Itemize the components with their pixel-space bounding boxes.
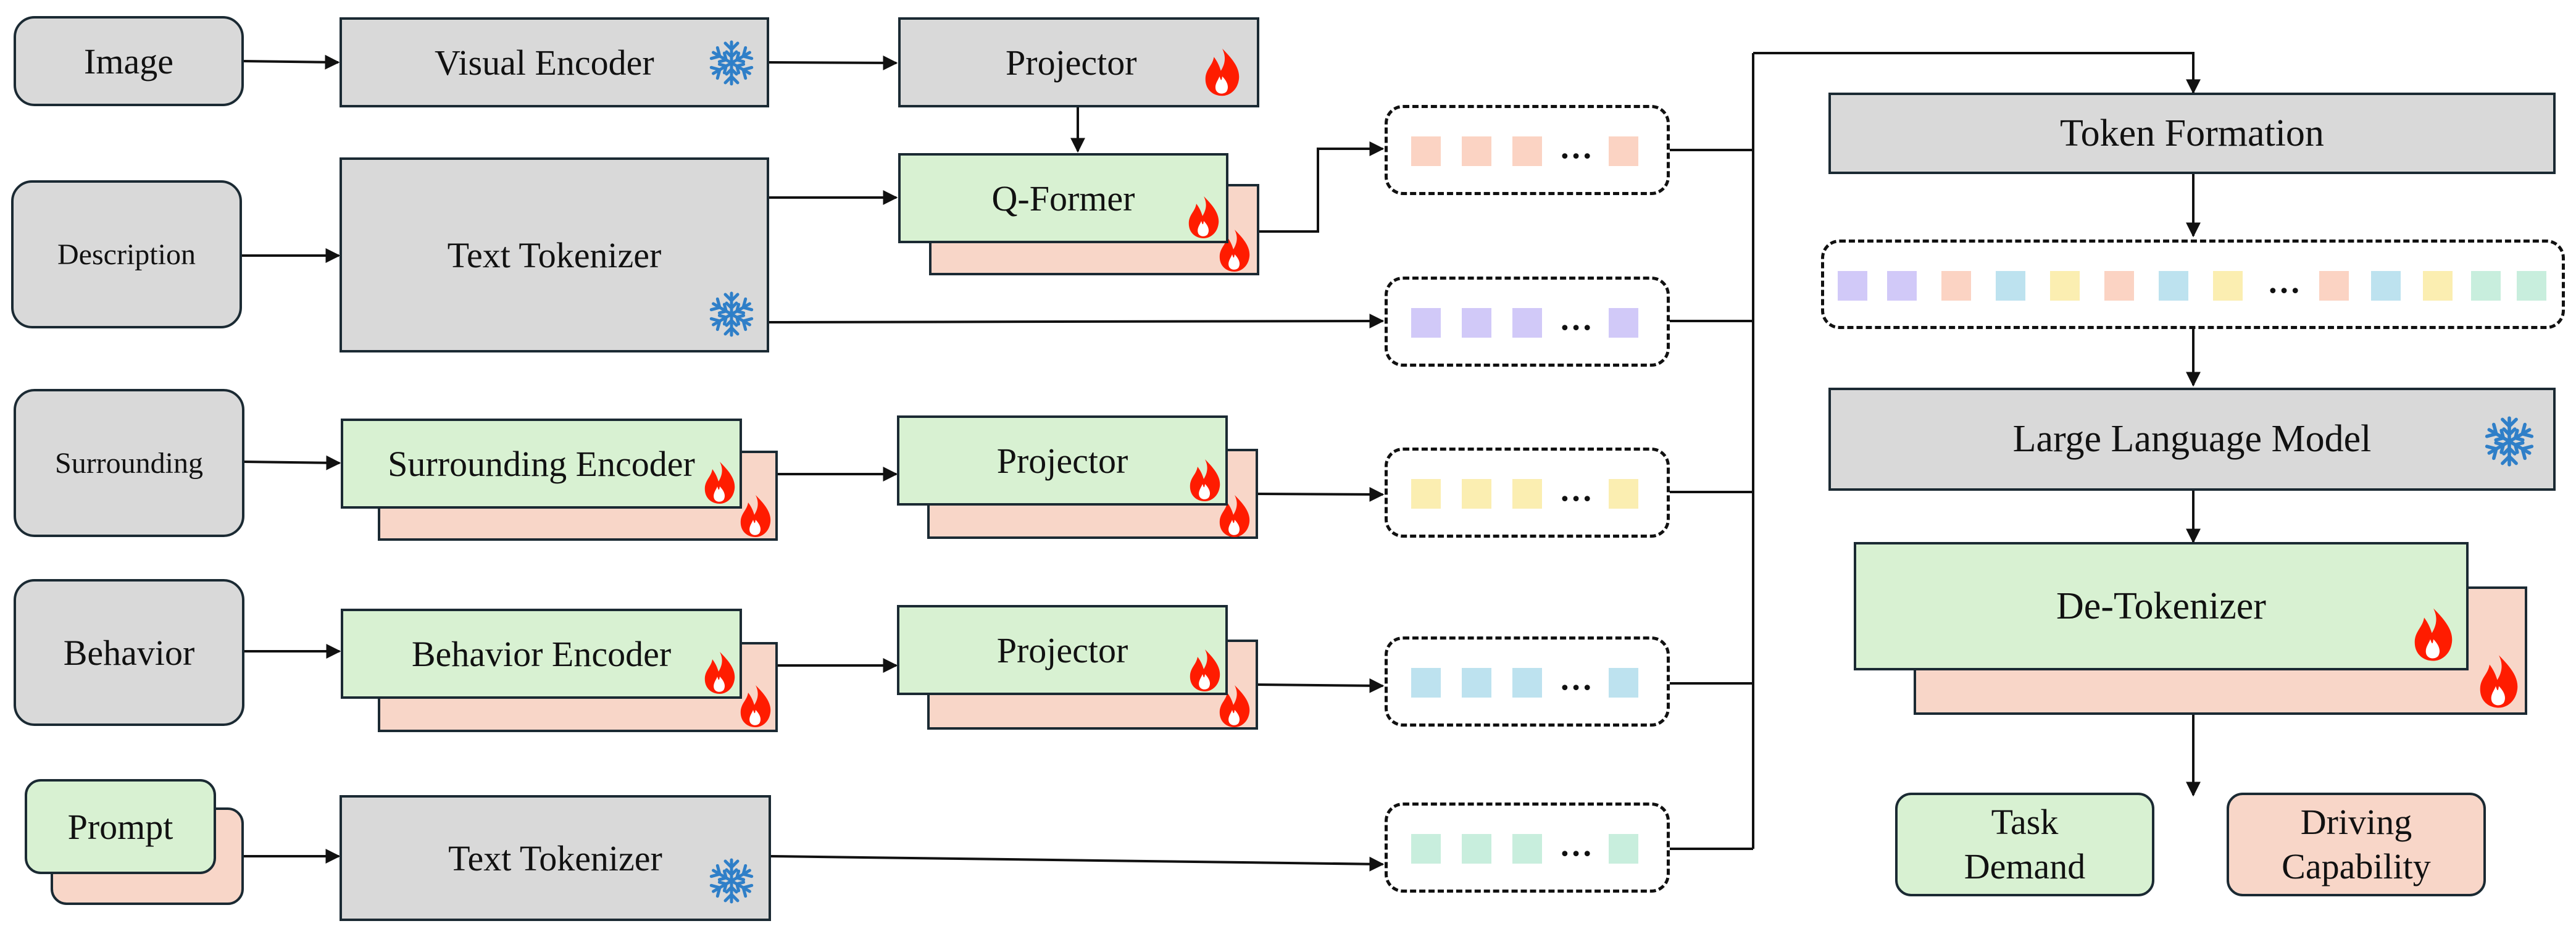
output-driving-capability-line1: Driving bbox=[2300, 801, 2412, 842]
token-salmon bbox=[2319, 271, 2349, 301]
snowflake-icon bbox=[704, 286, 759, 342]
token-salmon bbox=[1512, 136, 1542, 166]
token-group-surrounding: … bbox=[1385, 448, 1670, 538]
token-salmon bbox=[1609, 136, 1638, 166]
projector-behavior-label: Projector bbox=[996, 630, 1128, 670]
token-ellipsis: … bbox=[1559, 128, 1593, 165]
snowflake-icon bbox=[2478, 411, 2540, 472]
visual-encoder-label: Visual Encoder bbox=[435, 42, 654, 83]
large-language-model: Large Language Model bbox=[1828, 388, 2556, 491]
behavior-encoder: Behavior Encoder bbox=[341, 609, 742, 699]
token-ellipsis: … bbox=[1559, 826, 1593, 863]
token-salmon bbox=[1462, 136, 1491, 166]
token-blue bbox=[1996, 271, 2025, 301]
flame-icon bbox=[2480, 655, 2518, 708]
token-purple bbox=[1411, 308, 1441, 338]
projector-top-label: Projector bbox=[1006, 42, 1137, 83]
token-mint bbox=[1609, 834, 1638, 864]
token-group-qformer: … bbox=[1385, 105, 1670, 195]
token-blue bbox=[1411, 668, 1441, 698]
input-surrounding-label: Surrounding bbox=[55, 446, 203, 480]
flame-icon bbox=[2414, 608, 2453, 661]
text-tokenizer-description-label: Text Tokenizer bbox=[447, 235, 662, 275]
token-salmon bbox=[2104, 271, 2134, 301]
token-yellow bbox=[2213, 271, 2243, 301]
token-yellow bbox=[1462, 479, 1491, 509]
flame-icon bbox=[704, 462, 735, 504]
input-prompt: Prompt bbox=[25, 779, 216, 874]
token-group-description: … bbox=[1385, 277, 1670, 367]
token-mint bbox=[2517, 271, 2546, 301]
token-purple bbox=[1838, 271, 1867, 301]
token-blue bbox=[2371, 271, 2401, 301]
token-purple bbox=[1609, 308, 1638, 338]
token-salmon bbox=[1411, 136, 1441, 166]
token-group-prompt: … bbox=[1385, 803, 1670, 893]
input-image-label: Image bbox=[84, 41, 173, 81]
token-blue bbox=[1512, 668, 1542, 698]
flame-icon bbox=[704, 652, 735, 694]
token-mint bbox=[1411, 834, 1441, 864]
text-tokenizer-prompt: Text Tokenizer bbox=[340, 795, 771, 921]
token-purple bbox=[1512, 308, 1542, 338]
token-ellipsis: … bbox=[2267, 263, 2301, 300]
text-tokenizer-description: Text Tokenizer bbox=[340, 157, 769, 352]
flame-icon bbox=[1205, 48, 1240, 96]
token-yellow bbox=[1512, 479, 1542, 509]
text-tokenizer-prompt-label: Text Tokenizer bbox=[448, 838, 662, 878]
snowflake-icon bbox=[704, 35, 759, 91]
projector-behavior: Projector bbox=[897, 605, 1228, 695]
token-purple bbox=[1462, 308, 1491, 338]
projector-surrounding: Projector bbox=[897, 415, 1228, 506]
input-description-label: Description bbox=[57, 238, 196, 271]
output-task-demand-line1: Task bbox=[1991, 801, 2059, 842]
large-language-model-label: Large Language Model bbox=[2012, 418, 2372, 460]
token-ellipsis: … bbox=[1559, 300, 1593, 337]
token-yellow bbox=[2423, 271, 2453, 301]
q-former-label: Q-Former bbox=[991, 178, 1135, 219]
behavior-encoder-label: Behavior Encoder bbox=[411, 633, 672, 674]
token-formation-label: Token Formation bbox=[2060, 112, 2324, 154]
token-blue bbox=[1609, 668, 1638, 698]
projector-surrounding-label: Projector bbox=[996, 440, 1128, 481]
surrounding-encoder-label: Surrounding Encoder bbox=[388, 443, 695, 484]
visual-encoder: Visual Encoder bbox=[340, 17, 769, 107]
projector-top: Projector bbox=[898, 17, 1259, 107]
token-ellipsis: … bbox=[1559, 660, 1593, 697]
token-mint bbox=[1462, 834, 1491, 864]
de-tokenizer-label: De-Tokenizer bbox=[2056, 585, 2266, 627]
output-driving-capability-line2: Capability bbox=[2282, 846, 2431, 886]
token-mint bbox=[2471, 271, 2501, 301]
token-formation: Token Formation bbox=[1828, 93, 2556, 174]
flame-icon bbox=[1190, 459, 1220, 501]
output-driving-capability: Driving Capability bbox=[2227, 793, 2486, 896]
q-former: Q-Former bbox=[898, 153, 1228, 243]
token-ellipsis: … bbox=[1559, 471, 1593, 508]
de-tokenizer: De-Tokenizer bbox=[1854, 542, 2469, 670]
input-image: Image bbox=[14, 16, 244, 106]
input-behavior-label: Behavior bbox=[63, 632, 195, 673]
input-prompt-label: Prompt bbox=[67, 806, 173, 847]
input-surrounding: Surrounding bbox=[14, 389, 244, 537]
token-yellow bbox=[1411, 479, 1441, 509]
token-blue bbox=[1462, 668, 1491, 698]
token-group-behavior: … bbox=[1385, 636, 1670, 727]
flame-icon bbox=[1188, 196, 1219, 238]
output-task-demand-line2: Demand bbox=[1964, 846, 2086, 886]
token-mint bbox=[1512, 834, 1542, 864]
input-description: Description bbox=[11, 180, 242, 328]
token-salmon bbox=[1941, 271, 1971, 301]
token-sequence-combined: … bbox=[1821, 240, 2565, 329]
flame-icon bbox=[1190, 649, 1220, 691]
token-yellow bbox=[2050, 271, 2080, 301]
input-behavior: Behavior bbox=[14, 579, 244, 726]
snowflake-icon bbox=[704, 853, 759, 909]
token-purple bbox=[1887, 271, 1917, 301]
output-task-demand: Task Demand bbox=[1895, 793, 2154, 896]
token-yellow bbox=[1609, 479, 1638, 509]
surrounding-encoder: Surrounding Encoder bbox=[341, 419, 742, 509]
token-blue bbox=[2159, 271, 2188, 301]
